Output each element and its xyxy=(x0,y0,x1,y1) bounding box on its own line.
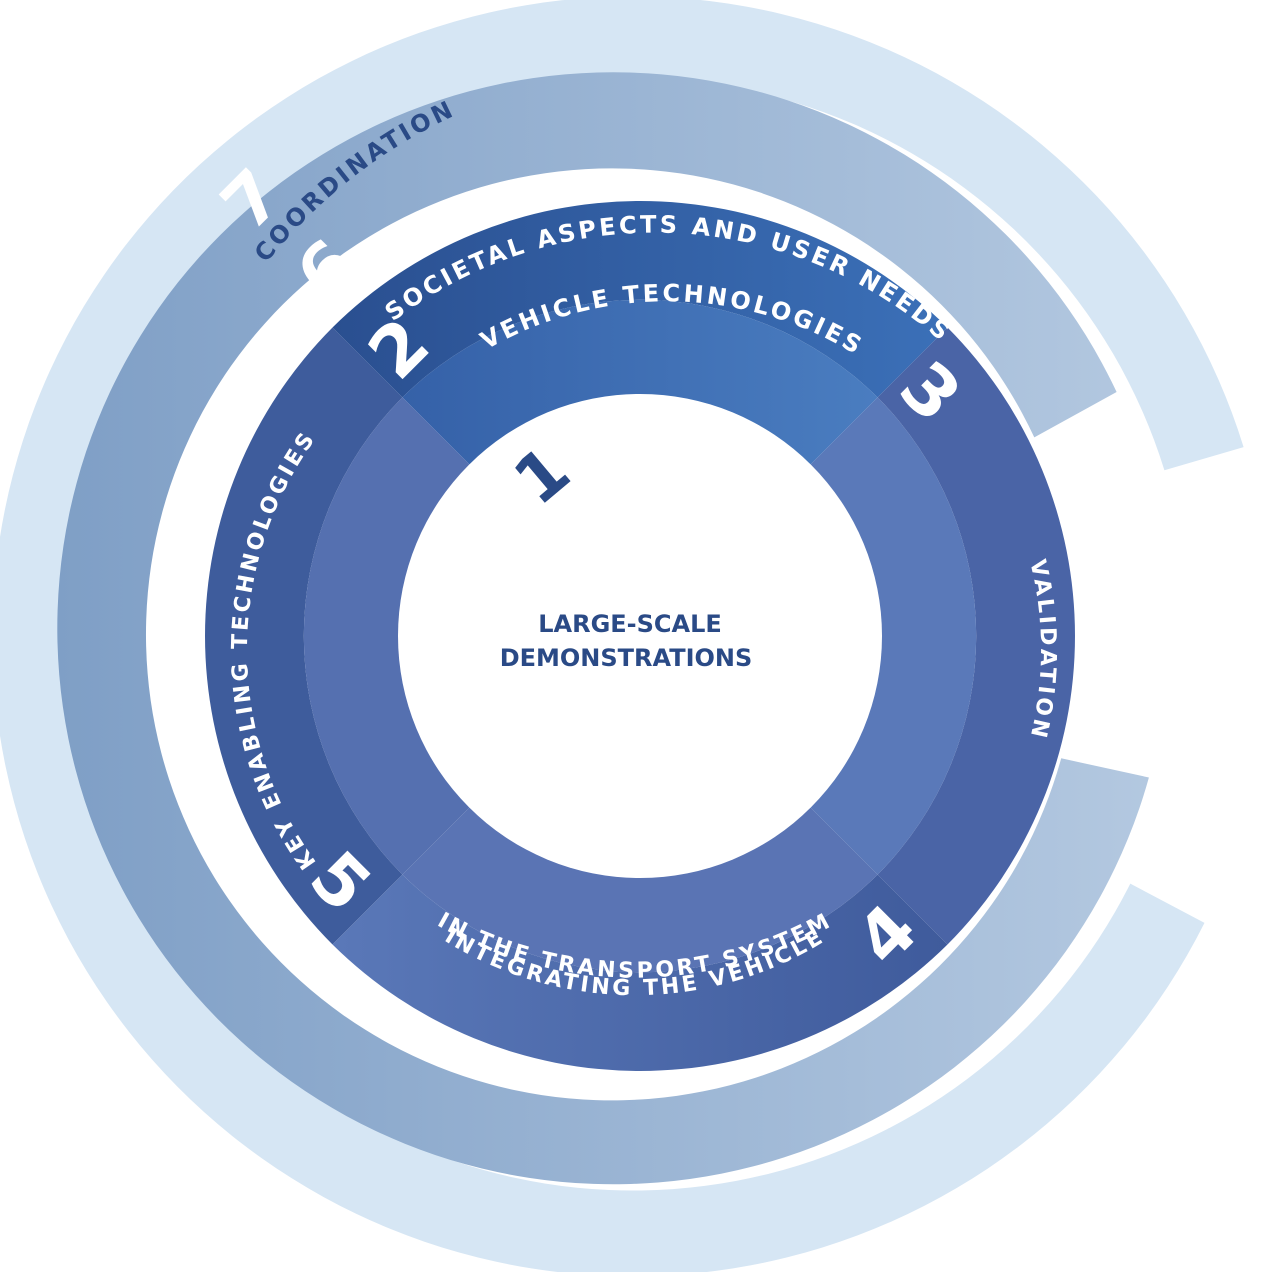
ring-5-key-enabling-outer xyxy=(205,327,403,945)
ring-4-integrating-outer xyxy=(332,874,948,1071)
ring-2-vehicle-tech-inner xyxy=(402,299,878,465)
ring-2-vehicle-tech-outer xyxy=(332,201,948,398)
center-title-line2: DEMONSTRATIONS xyxy=(500,644,753,672)
ring-5-key-enabling-inner xyxy=(303,397,470,875)
center-disc xyxy=(398,394,882,878)
ring-4-integrating-inner xyxy=(402,807,878,973)
ring-3-validation-outer xyxy=(877,327,1075,945)
center-title-line1: LARGE-SCALE xyxy=(538,610,722,638)
ring-3-validation-inner xyxy=(810,397,977,875)
